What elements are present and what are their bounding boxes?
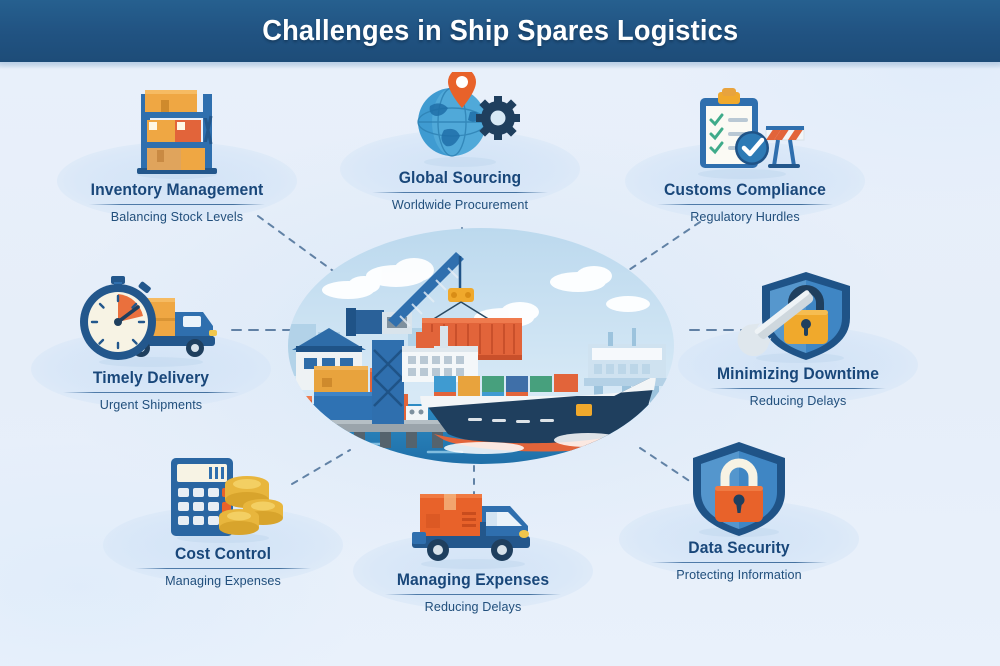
title-rule (651, 562, 827, 564)
node-subtitle: Worldwide Procurement (391, 198, 529, 213)
clipboard-checklist-barrier-icon (610, 84, 880, 180)
center-illustration (288, 228, 674, 464)
node-labels: Cost Control Managing Expenses (88, 544, 358, 588)
page-title: Challenges in Ship Spares Logistics (261, 14, 739, 47)
connector-cost (291, 449, 351, 485)
node-title: Global Sourcing (398, 169, 522, 187)
node-data-security[interactable]: Data Security Protecting Information (604, 442, 874, 582)
node-labels: Managing Expenses Reducing Delays (338, 570, 608, 614)
node-global-sourcing[interactable]: Global Sourcing Worldwide Procurement (325, 72, 595, 212)
shield-lock-wrench-icon (663, 268, 933, 364)
header-bar: Challenges in Ship Spares Logistics (0, 0, 1000, 62)
warehouse-rack-icon (42, 84, 312, 180)
globe-pin-gear-icon (325, 72, 595, 168)
node-title: Inventory Management (90, 181, 264, 199)
port-scene-svg (288, 228, 674, 464)
title-rule (135, 568, 311, 570)
title-rule (385, 594, 561, 596)
node-subtitle: Managing Expenses (165, 574, 281, 589)
node-title: Timely Delivery (92, 369, 210, 387)
node-title: Minimizing Downtime (716, 365, 880, 383)
connector-inventory (257, 215, 341, 277)
node-subtitle: Urgent Shipments (99, 398, 203, 413)
node-labels: Global Sourcing Worldwide Procurement (325, 168, 595, 212)
node-labels: Inventory Management Balancing Stock Lev… (42, 180, 312, 224)
title-rule (372, 192, 548, 194)
header-sheen (0, 62, 1000, 69)
node-labels: Minimizing Downtime Reducing Delays (663, 364, 933, 408)
node-cost-control[interactable]: Cost Control Managing Expenses (88, 448, 358, 588)
node-customs-compliance[interactable]: Customs Compliance Regulatory Hurdles (610, 84, 880, 224)
node-title: Data Security (688, 539, 790, 557)
node-subtitle: Balancing Stock Levels (110, 210, 244, 225)
node-managing-expenses[interactable]: Managing Expenses Reducing Delays (338, 474, 608, 614)
node-title: Cost Control (174, 545, 272, 563)
node-subtitle: Reducing Delays (749, 394, 847, 409)
title-rule (657, 204, 833, 206)
node-inventory-management[interactable]: Inventory Management Balancing Stock Lev… (42, 84, 312, 224)
node-subtitle: Protecting Information (676, 568, 802, 583)
node-title: Customs Compliance (664, 181, 826, 199)
node-labels: Timely Delivery Urgent Shipments (16, 368, 286, 412)
title-rule (89, 204, 265, 206)
connector-customs (619, 221, 701, 277)
title-rule (710, 388, 886, 390)
node-labels: Data Security Protecting Information (604, 538, 874, 582)
node-title: Managing Expenses (396, 571, 550, 589)
calculator-coins-icon (88, 448, 358, 544)
node-labels: Customs Compliance Regulatory Hurdles (610, 180, 880, 224)
title-rule (63, 392, 239, 394)
shield-padlock-icon (604, 442, 874, 538)
node-subtitle: Regulatory Hurdles (690, 210, 800, 225)
node-timely-delivery[interactable]: Timely Delivery Urgent Shipments (16, 272, 286, 412)
cargo-truck-icon (338, 474, 608, 570)
stopwatch-delivery-truck-icon (16, 272, 286, 368)
node-subtitle: Reducing Delays (424, 600, 522, 615)
node-minimizing-downtime[interactable]: Minimizing Downtime Reducing Delays (663, 268, 933, 408)
